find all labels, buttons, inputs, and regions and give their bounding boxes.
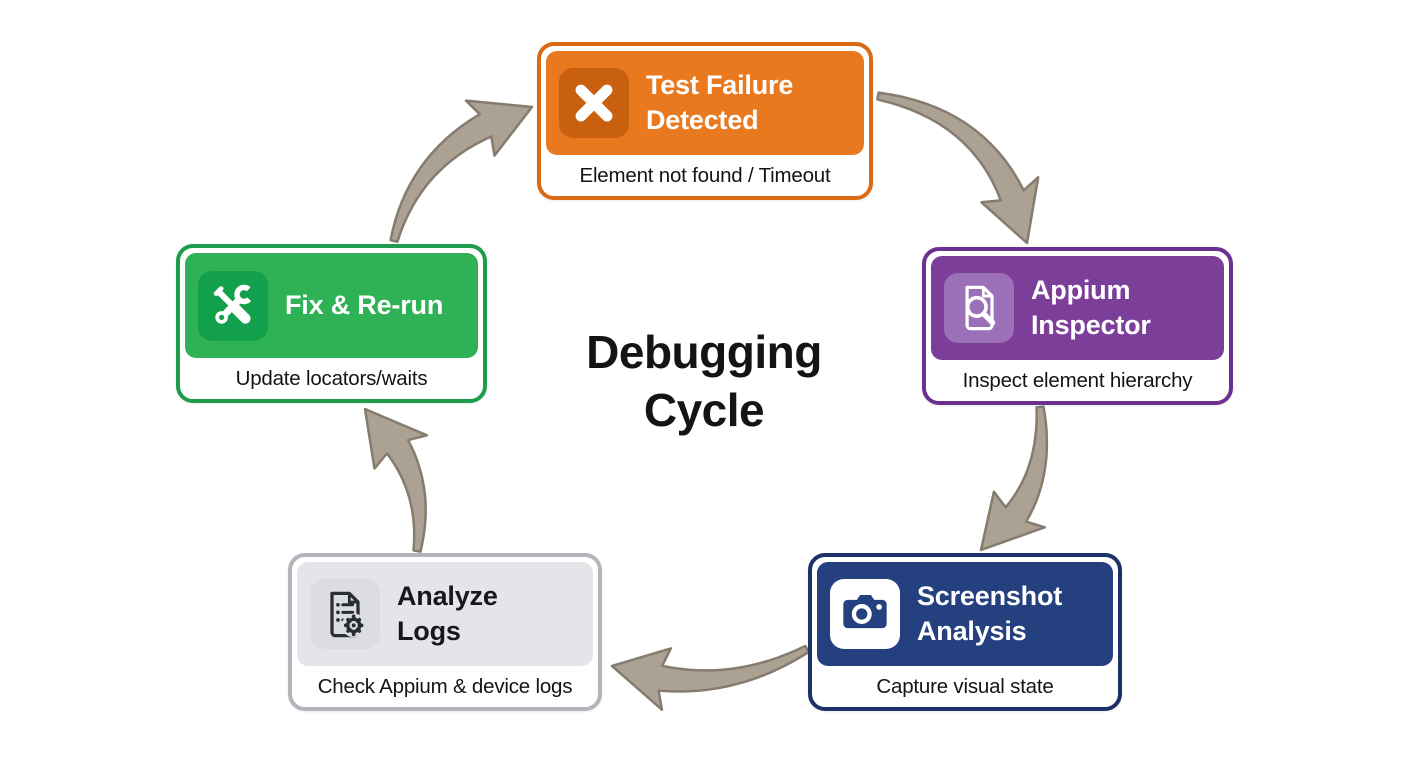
node-appium-inspector: Appium Inspector Inspect element hierarc… bbox=[922, 247, 1233, 405]
node-fix-and-rerun: Fix & Re-run Update locators/waits bbox=[176, 244, 487, 403]
node-header: Test Failure Detected bbox=[546, 51, 864, 155]
node-header: Screenshot Analysis bbox=[817, 562, 1113, 666]
arrow-fix-and-rerun-to-test-failure-detected bbox=[389, 99, 534, 244]
diagram-title: Debugging Cycle bbox=[586, 326, 822, 436]
document-gear-icon bbox=[310, 579, 380, 649]
x-mark-icon bbox=[559, 68, 629, 138]
node-header: Fix & Re-run bbox=[185, 253, 478, 358]
node-subtitle: Element not found / Timeout bbox=[579, 163, 831, 187]
arrow-appium-inspector-to-screenshot-analysis bbox=[979, 405, 1049, 552]
node-title: Screenshot Analysis bbox=[917, 580, 1063, 646]
node-title: Analyze Logs bbox=[397, 580, 498, 646]
node-title: Test Failure Detected bbox=[646, 69, 794, 135]
node-screenshot-analysis: Screenshot Analysis Capture visual state bbox=[808, 553, 1122, 711]
document-magnifier-icon bbox=[944, 273, 1014, 343]
arrow-analyze-logs-to-fix-and-rerun bbox=[363, 407, 429, 553]
arrow-screenshot-analysis-to-analyze-logs bbox=[610, 644, 810, 711]
node-title: Appium Inspector bbox=[1031, 274, 1151, 340]
node-subtitle: Inspect element hierarchy bbox=[962, 368, 1193, 392]
arrow-test-failure-detected-to-appium-inspector bbox=[876, 91, 1040, 245]
node-header: Appium Inspector bbox=[931, 256, 1224, 360]
node-subtitle: Update locators/waits bbox=[235, 366, 428, 390]
tools-icon bbox=[198, 270, 268, 341]
node-subtitle: Check Appium & device logs bbox=[317, 674, 573, 698]
node-header: Analyze Logs bbox=[297, 562, 593, 666]
node-title: Fix & Re-run bbox=[285, 289, 444, 320]
node-test-failure-detected: Test Failure Detected Element not found … bbox=[537, 42, 873, 200]
node-analyze-logs: Analyze Logs Check Appium & device logs bbox=[288, 553, 602, 711]
node-subtitle: Capture visual state bbox=[876, 674, 1054, 698]
camera-icon bbox=[830, 579, 900, 649]
